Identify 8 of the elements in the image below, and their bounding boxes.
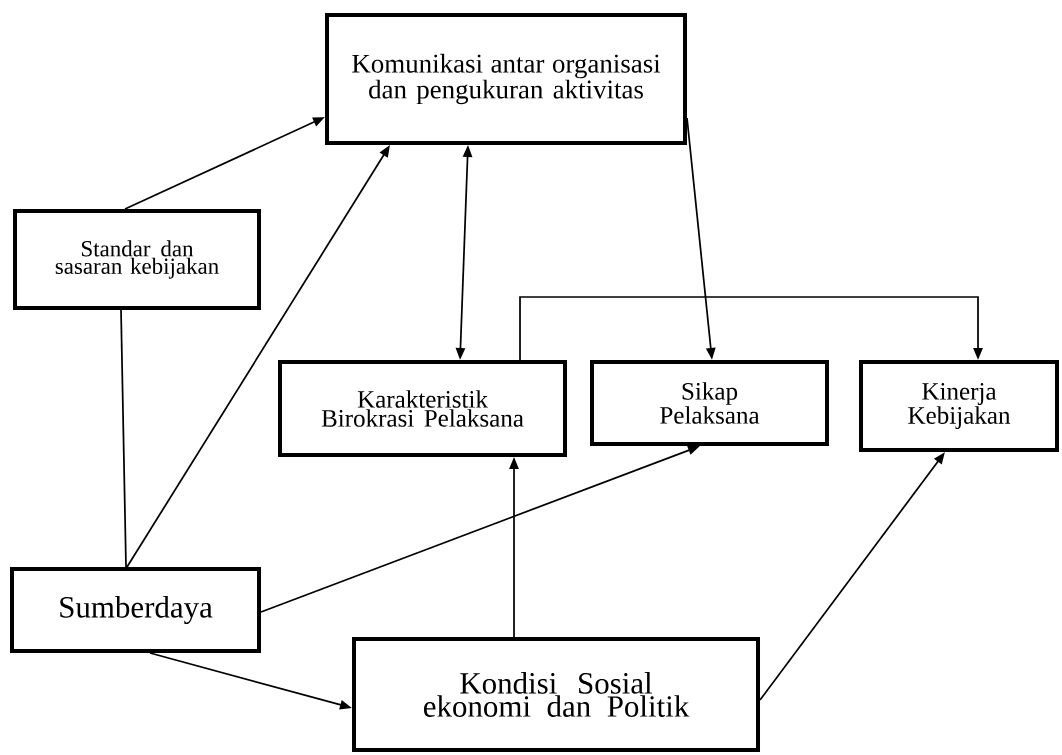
process-box: Standar dan sasaran kebijakan — [13, 209, 261, 310]
process-box: Karakteristik Birokrasi Pelaksana — [278, 360, 567, 457]
process-box: Komunikasi antar organisasi dan pengukuran aktivitas — [325, 13, 687, 145]
process-box: Sumberdaya — [10, 567, 261, 653]
process-box: Kondisi Sosial ekonomi dan Politik — [352, 637, 760, 752]
arrow — [519, 296, 983, 361]
process-box: Kinerja Kebijakan — [859, 360, 1059, 452]
process-box: Sikap Pelaksana — [590, 360, 829, 446]
